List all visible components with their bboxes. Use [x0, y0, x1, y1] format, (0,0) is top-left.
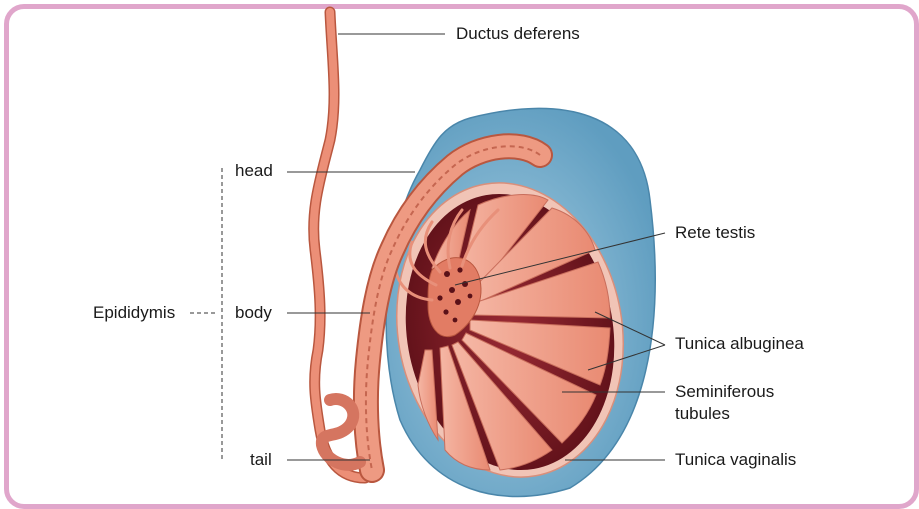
label-tunica-vaginalis: Tunica vaginalis: [675, 450, 796, 470]
label-rete-testis: Rete testis: [675, 223, 755, 243]
label-head: head: [235, 161, 273, 181]
label-tail: tail: [250, 450, 272, 470]
label-body: body: [235, 303, 272, 323]
label-seminiferous-line2: tubules: [675, 404, 730, 424]
label-ductus-deferens: Ductus deferens: [456, 24, 580, 44]
label-tunica-albuginea: Tunica albuginea: [675, 334, 804, 354]
label-seminiferous-line1: Seminiferous: [675, 382, 774, 402]
label-epididymis: Epididymis: [93, 303, 175, 323]
